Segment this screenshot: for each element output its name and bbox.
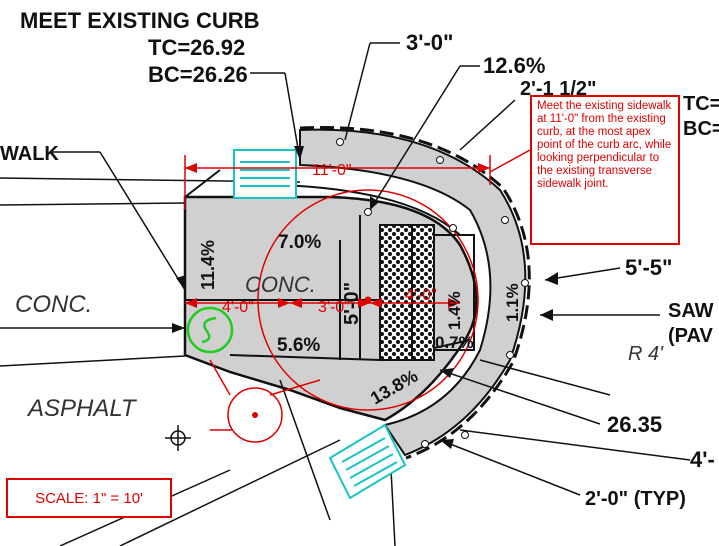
red-dim-11ft: 11'-0" [312,162,352,179]
curb-dashed-line [299,126,531,460]
label-walk: WALK [0,143,59,165]
label-slope-0-7: 0.7% [435,333,474,352]
curb-band [299,128,527,457]
label-r4: R 4' [628,343,664,365]
leader-lines [0,42,691,496]
red-radius-circle [257,189,479,411]
label-elev-26-35: 26.35 [607,412,662,437]
label-saw: SAW [668,300,714,322]
detectable-warning-left [379,224,413,361]
label-slope-5-6: 5.6% [277,335,320,356]
gutter-lip [433,234,475,351]
label-asphalt: ASPHALT [26,395,138,422]
label-slope-7-0: 7.0% [278,232,321,253]
red-dim-4ft-b: 4'-0" [405,287,437,304]
label-conc-inner: CONC. [245,272,316,297]
label-meet-existing-curb: MEET EXISTING CURB [20,8,260,33]
label-slope-1-4: 1.4% [445,291,464,330]
label-dim-5-5: 5'-5" [625,255,672,280]
label-top-partial: 2'-1 1/2" [520,78,597,100]
label-dim-5-0: 5'-0" [341,282,363,325]
label-slope-11-4: 11.4% [198,240,218,290]
label-conc-outer: CONC. [15,291,92,318]
leader-arrowheads [172,146,558,449]
red-dim-3ft: 3'-0" [318,299,350,316]
scale-box: SCALE: 1" = 10' [6,478,172,518]
label-bc-left: BC=26.26 [148,62,248,87]
label-tc-right: TC= [683,93,719,115]
cyan-joint-top [233,149,297,199]
red-markup [184,149,531,443]
red-arrowheads [185,163,490,418]
label-dim-4ft-right: 4'- [690,447,715,472]
label-tc-left: TC=26.92 [148,35,245,60]
red-callout-note: Meet the existing sidewalk at 11'-0" fro… [530,95,680,245]
survey-crosshair-icon [165,425,191,451]
label-pav: (PAV [668,325,713,347]
label-bc-right: BC= [683,118,719,140]
label-dim-2ft-typ: 2'-0" (TYP) [585,488,686,510]
curb-band-markers [336,138,529,448]
green-inlet-symbol [186,306,234,354]
label-dim-3ft: 3'-0" [406,30,453,55]
red-dim-4ft: 4'-0" [222,299,254,316]
label-slope-1-1: 1.1% [503,283,522,322]
label-slope-12-6: 12.6% [483,53,545,78]
cyan-joint-bottom [328,423,407,500]
